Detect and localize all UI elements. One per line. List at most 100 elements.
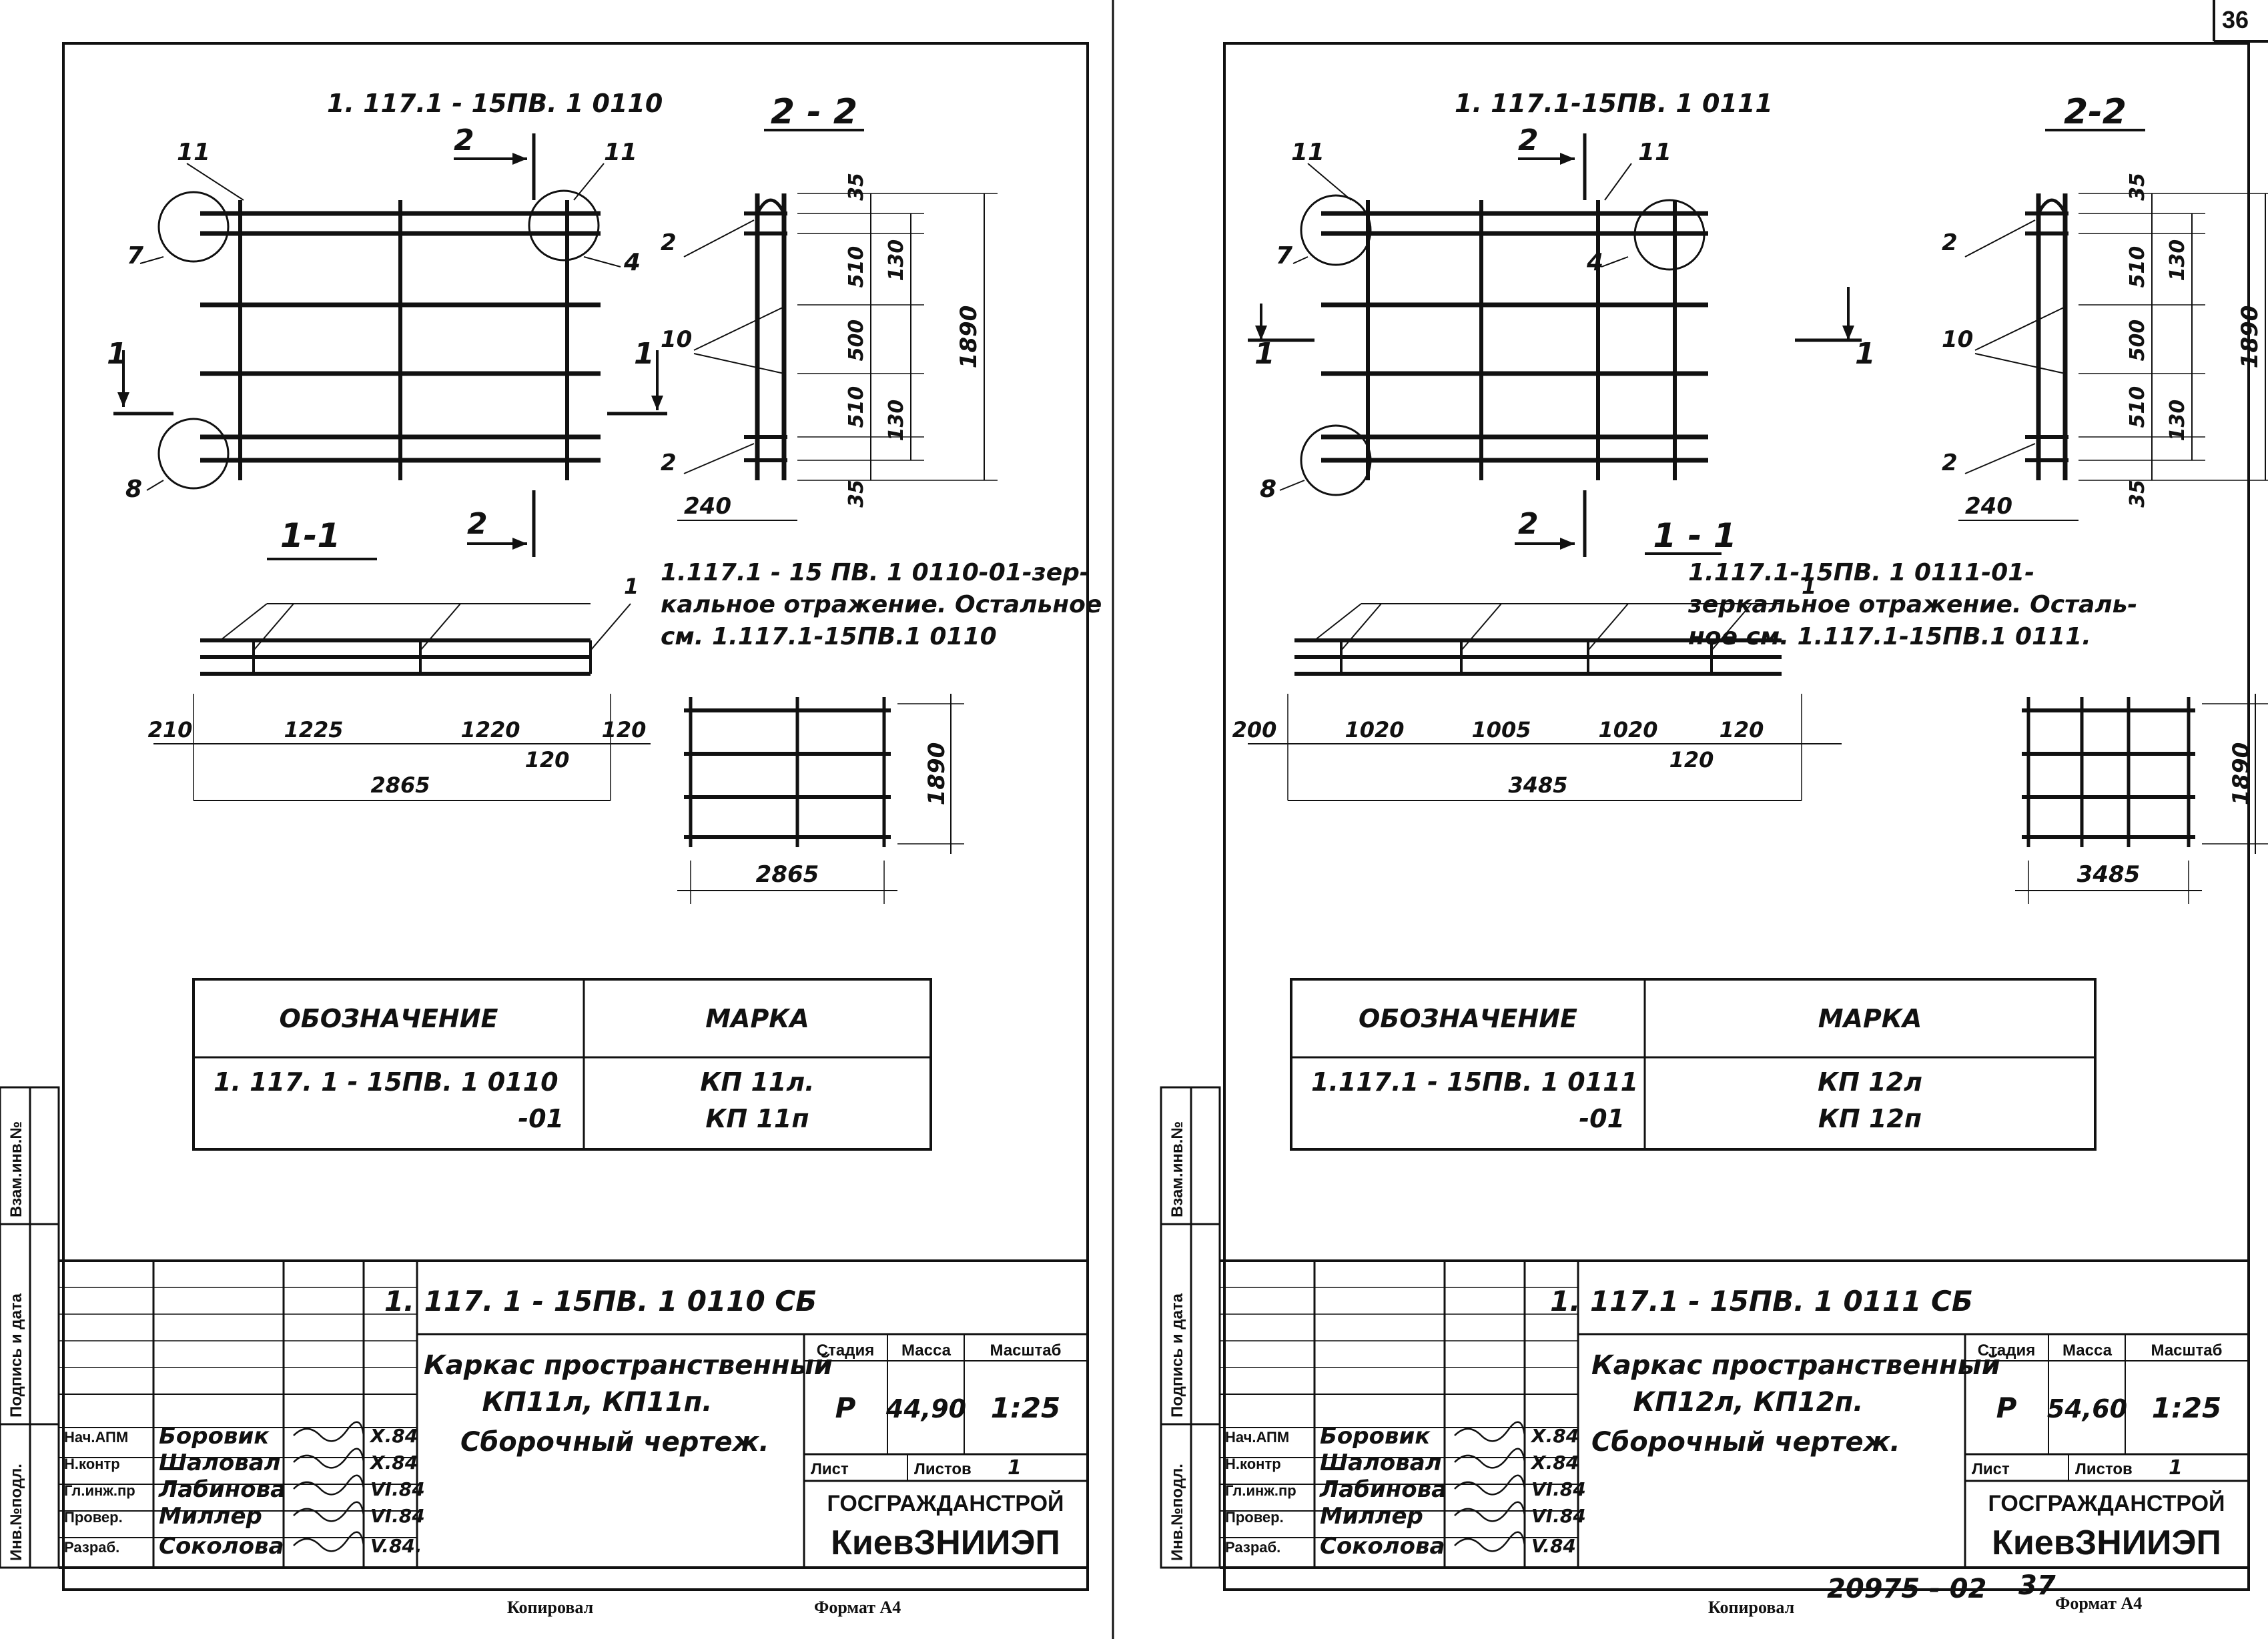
leader-11-right (573, 163, 605, 201)
tb-mass: 54,60 (2047, 1394, 2127, 1424)
side-stamp-inv-repl: Взам.инв.№ (7, 1121, 25, 1217)
side-stamp-sign-date: Подпись и дата (7, 1293, 25, 1418)
tb-role-2: Гл.инж.пр (1225, 1482, 1296, 1499)
dim-510-bottom: 510 (2126, 386, 2149, 428)
tb-date-2: VI.84 (1531, 1478, 1586, 1500)
detail-circle-0 (1300, 194, 1372, 266)
designation-table (192, 978, 932, 1151)
tb-date-3: VI.84 (1531, 1505, 1586, 1527)
callout-2-bottom: 2 (1942, 450, 1958, 476)
callout-11-left: 11 (177, 139, 210, 166)
tb-title-3: Сборочный чертеж. (460, 1427, 769, 1458)
tb-date-0: X.84 (1530, 1425, 1579, 1447)
tb-signature-2 (293, 1474, 365, 1496)
plan-persp-start (1314, 603, 1362, 641)
note-line-2: ное см. 1.117.1-15ПВ.1 0111. (1688, 623, 2091, 650)
tb-role-4: Разраб. (64, 1539, 119, 1556)
leader-8 (1279, 480, 1305, 491)
cut-arrow-top-head (512, 153, 527, 165)
plan-dim-0: 210 (148, 717, 193, 742)
tb-mass: 44,90 (885, 1394, 966, 1424)
tb-sheet-label: Лист (811, 1460, 849, 1478)
leader-8 (146, 480, 164, 491)
dim-130-top: 130 (2166, 239, 2189, 282)
dim-35-top: 35 (845, 173, 868, 201)
leader-2-top (1964, 219, 2036, 257)
view-mark-left: 1 (1254, 337, 1275, 371)
table-cell-mark-2: КП 12п (1818, 1104, 1922, 1133)
dim-510-top: 510 (845, 246, 868, 288)
plan-persp-1 (420, 603, 461, 651)
plan-persp-3 (1711, 603, 1752, 651)
detail-circle-1 (157, 418, 230, 490)
plan-dim-1: 1225 (284, 717, 343, 742)
tb-date-1: X.84 (1530, 1452, 1579, 1474)
tb-title-1: Каркас пространственный (1591, 1350, 2000, 1381)
callout-7: 7 (1276, 242, 1292, 269)
tb-role-4: Разраб. (1225, 1539, 1280, 1556)
table-cell-mark-1: КП 11л. (700, 1067, 814, 1097)
callout-2-top: 2 (1942, 229, 1958, 256)
callout-2-bottom: 2 (661, 450, 677, 476)
dim-500: 500 (2126, 320, 2149, 362)
table-header-designation: ОБОЗНАЧЕНИЕ (1359, 1004, 1577, 1033)
dim-35-bottom: 35 (2126, 480, 2149, 508)
table-cell-designation-1: 1. 117. 1 - 15ПВ. 1 0110 (214, 1067, 558, 1097)
plan-persp-1 (1461, 603, 1502, 651)
tb-role-3: Провер. (64, 1509, 123, 1526)
dim-130-bottom: 130 (2166, 400, 2189, 442)
tb-signature-1 (293, 1448, 365, 1469)
side-stamp-inv-repl: Взам.инв.№ (1168, 1121, 1186, 1217)
top-designation: 1. 117.1 - 15ПВ. 1 0110 (327, 89, 663, 118)
handwritten-ref: 20975 - 02 (1827, 1574, 1986, 1604)
cut-mark-top: 2 (1518, 123, 1539, 157)
detail-circle-2 (528, 189, 600, 261)
handwritten-page: 37 (2018, 1570, 2056, 1601)
callout-10: 10 (1942, 326, 1973, 353)
leader-11-right (1604, 163, 1632, 201)
tb-name-4: Соколова (1320, 1533, 1445, 1560)
tb-date-3: VI.84 (370, 1505, 425, 1527)
tb-mass-head: Масса (901, 1341, 952, 1359)
dim-1890-section: 1890 (2237, 306, 2263, 369)
callout-1: 1 (624, 574, 639, 599)
tb-mass-head: Масса (2062, 1341, 2113, 1359)
grid-dim-w: 2865 (756, 861, 819, 888)
callout-8: 8 (125, 476, 142, 503)
footer-copied-left: Копировал (507, 1598, 593, 1617)
section-2-2-label: 2-2 (2064, 92, 2127, 132)
page-number: 36 (2222, 6, 2249, 33)
table-cell-designation-2: -01 (1579, 1104, 1625, 1133)
plan-persp-2 (590, 603, 631, 651)
plan-dim-3: 120 (525, 747, 570, 772)
detail-circle-1 (1300, 424, 1372, 496)
tb-scale-head: Масштаб (990, 1341, 1062, 1359)
side-stamp-inv-orig: Инв.№подл. (1168, 1464, 1186, 1561)
tb-role-2: Гл.инж.пр (64, 1482, 135, 1499)
dim-510-bottom: 510 (845, 386, 868, 428)
section-1-1-plan (1248, 603, 1842, 801)
tb-org-2: КиевЗНИИЭП (831, 1524, 1060, 1562)
side-stamp-inv-orig: Инв.№подл. (7, 1464, 25, 1561)
table-frame (192, 978, 932, 1151)
leader-4 (583, 256, 621, 267)
table-header-mark: МАРКА (1818, 1004, 1922, 1033)
tb-name-4: Соколова (159, 1533, 284, 1560)
title-block (1218, 1259, 2249, 1569)
tb-name-2: Лабинова (1319, 1476, 1447, 1503)
dim-35-top: 35 (2126, 173, 2149, 201)
dim-500: 500 (845, 320, 868, 362)
dim-240: 240 (684, 493, 731, 520)
tb-name-1: Шаловал (159, 1450, 281, 1476)
dim-35-bottom: 35 (845, 480, 868, 508)
cut-arrow-bottom-head (1560, 538, 1575, 550)
leader-10b (693, 353, 785, 374)
tb-org-2: КиевЗНИИЭП (1992, 1524, 2221, 1562)
leader-4 (1601, 256, 1629, 267)
tb-code: 1. 117. 1 - 15ПВ. 1 0110 СБ (384, 1285, 817, 1317)
leader-10a (1974, 306, 2066, 351)
tb-title-3: Сборочный чертеж. (1591, 1427, 1900, 1458)
callout-1: 1 (1802, 574, 1816, 599)
tb-role-0: Нач.АПМ (64, 1429, 128, 1446)
tb-signature-3 (293, 1501, 365, 1522)
